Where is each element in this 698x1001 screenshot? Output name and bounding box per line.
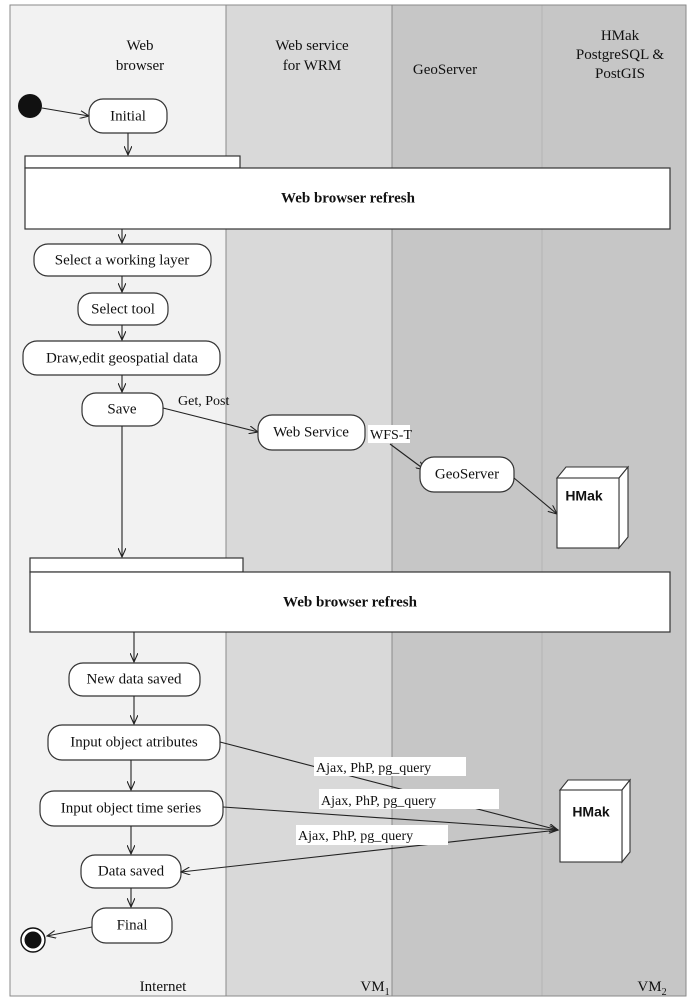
activity-input-time-series-label: Input object time series [61,800,202,816]
fork-bar-1 [24,155,241,169]
hmak-node-1-side [618,465,629,550]
activity-geoserver-label: GeoServer [435,466,499,482]
edge-attributes-hmak [219,741,558,830]
activity-save-label: Save [107,401,137,417]
hmak-node-2-top [558,779,632,791]
edge-timeseries-hmak [222,806,558,830]
edge-label-ajax-3: Ajax, PhP, pg_query [298,829,413,844]
activity-web-service [257,414,366,451]
edge-webservice-geoserver [389,443,425,470]
fork-bar-2 [29,557,244,573]
activity-web-service-label: Web Service [273,424,349,440]
lane-title-web-service: Web service for WRM [275,38,349,74]
edge-label-ajax-3-bg [296,825,448,845]
activity-input-attributes-label: Input object atributes [70,734,198,750]
lane-web-service [226,5,392,996]
text-line: browser [116,58,164,74]
lane-title-web-browser: Web browser [116,38,164,74]
edge-label-ajax-1-bg [314,757,466,776]
text-line: for WRM [283,58,341,74]
hmak-node-1-label: HMak [565,488,603,504]
text-line: Web [126,38,153,54]
refresh-panel-2-label: Web browser refresh [283,594,418,610]
activity-data-saved-label: Data saved [98,863,165,879]
start-node [18,94,42,118]
text-line: Web service [275,38,349,54]
text-line: PostGIS [595,66,645,82]
refresh-panel-1 [24,167,671,230]
hmak-node-1 [556,477,620,549]
edge-start-initial [41,107,89,116]
diagram-frame [9,4,687,997]
edge-label-ajax-2-bg [319,789,499,809]
activity-final-label: Final [117,917,148,933]
edge-geoserver-hmak [513,477,557,514]
footer-vm1: VM1 [360,979,389,998]
footer-vm2-sub: 2 [662,987,667,998]
activity-select-tool-label: Select tool [91,301,155,317]
edge-label-wfs-t: WFS-T [370,428,412,443]
hmak-node-2-side [621,778,631,864]
footer-internet: Internet [140,979,187,995]
text-line: PostgreSQL & [576,47,665,63]
refresh-panel-1-label: Web browser refresh [281,190,416,206]
text-line: HMak [601,28,640,44]
edge-hmak-datasaved [181,829,559,872]
end-node [24,931,42,949]
activity-new-data-saved-label: New data saved [87,671,182,687]
activity-select-tool [77,292,169,326]
activity-geoserver [419,456,515,493]
hmak-node-1-top [555,466,630,479]
footer-vm2: VM2 [637,979,666,998]
hmak-node-2 [559,789,623,863]
hmak-node-2-label: HMak [572,804,610,820]
activity-final [91,907,173,944]
lane-web-browser [10,5,226,996]
refresh-panel-2 [29,571,671,633]
lane-geoserver [392,5,542,996]
activity-select-layer-label: Select a working layer [55,252,190,268]
edge-label-ajax-1: Ajax, PhP, pg_query [316,761,431,776]
activity-draw-edit-label: Draw,edit geospatial data [46,350,198,366]
edge-save-webservice [162,407,258,432]
footer-vm1-sub: 1 [385,987,390,998]
lane-title-geoserver: GeoServer [413,62,477,78]
edge-final-end [47,926,93,936]
edge-label-wfs-t-bg [368,425,410,443]
activity-initial-label: Initial [110,108,146,124]
edge-label-ajax-2: Ajax, PhP, pg_query [321,794,436,809]
edge-label-get-post: Get, Post [178,394,229,409]
